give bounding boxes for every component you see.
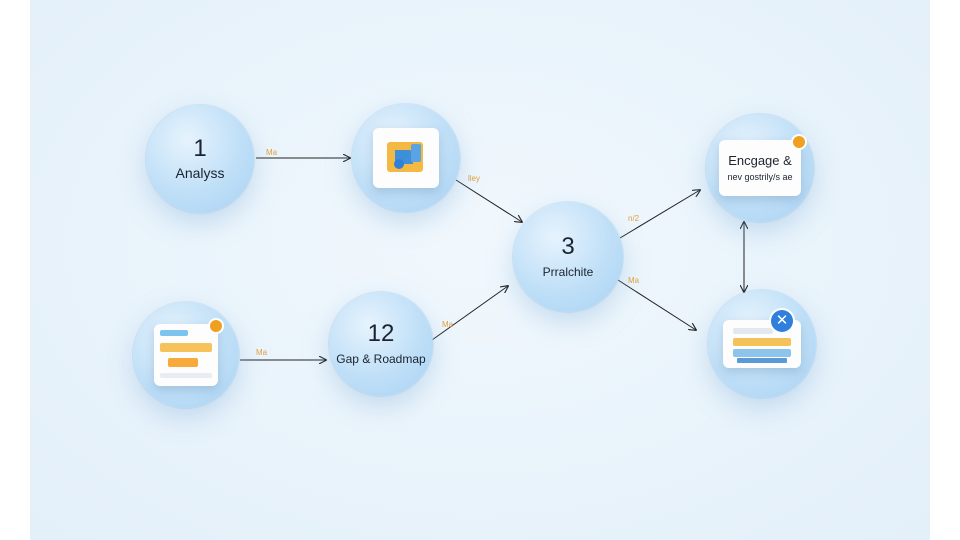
edge-practice-to-engage	[619, 190, 700, 239]
node-analysis-number: 1	[193, 135, 207, 162]
engage-subtitle: nev gostrily/s ae	[727, 172, 793, 182]
platform-card: ✕	[723, 310, 801, 368]
edge-label-tools-practice: lley	[468, 174, 481, 183]
node-platform[interactable]: ✕	[708, 290, 816, 398]
node-tools[interactable]	[352, 104, 460, 212]
node-gap-roadmap[interactable]: 12 Gap & Roadmap	[329, 292, 433, 396]
edge-gap-to-practice	[431, 286, 508, 341]
form-card	[154, 320, 222, 386]
node-practice[interactable]: 3 Prralchite	[513, 202, 623, 312]
edge-tools-to-practice	[455, 179, 522, 222]
tools-card	[373, 128, 439, 188]
node-analysis-label: Analyss	[175, 165, 225, 181]
engage-title: Encgage &	[728, 153, 792, 168]
node-practice-number: 3	[561, 233, 575, 260]
node-engage[interactable]: Encgage & nev gostrily/s ae	[706, 114, 814, 222]
node-gap-number: 12	[367, 320, 395, 347]
edge-label-form-gap: Ma	[256, 348, 268, 357]
puzzle-icon	[387, 142, 423, 172]
node-practice-label: Prralchite	[542, 265, 594, 279]
edge-label-analysis-tools: Ma	[266, 148, 278, 157]
node-form[interactable]	[133, 302, 239, 408]
form-list-icon	[160, 330, 212, 378]
platform-stack-icon	[733, 328, 791, 363]
close-icon[interactable]: ✕	[771, 310, 793, 332]
node-analysis[interactable]: 1 Analyss	[146, 105, 254, 213]
engage-card: Encgage & nev gostrily/s ae	[719, 136, 805, 196]
edge-label-practice-engage: n/2	[628, 214, 640, 223]
edge-label-practice-platform: Ma	[628, 276, 640, 285]
node-gap-label: Gap & Roadmap	[336, 352, 426, 366]
engage-badge-icon	[793, 136, 805, 148]
diagram-canvas	[30, 0, 930, 540]
edge-practice-to-platform	[617, 279, 696, 330]
form-badge-icon	[210, 320, 222, 332]
edge-label-gap-practice: Ma	[442, 320, 454, 329]
